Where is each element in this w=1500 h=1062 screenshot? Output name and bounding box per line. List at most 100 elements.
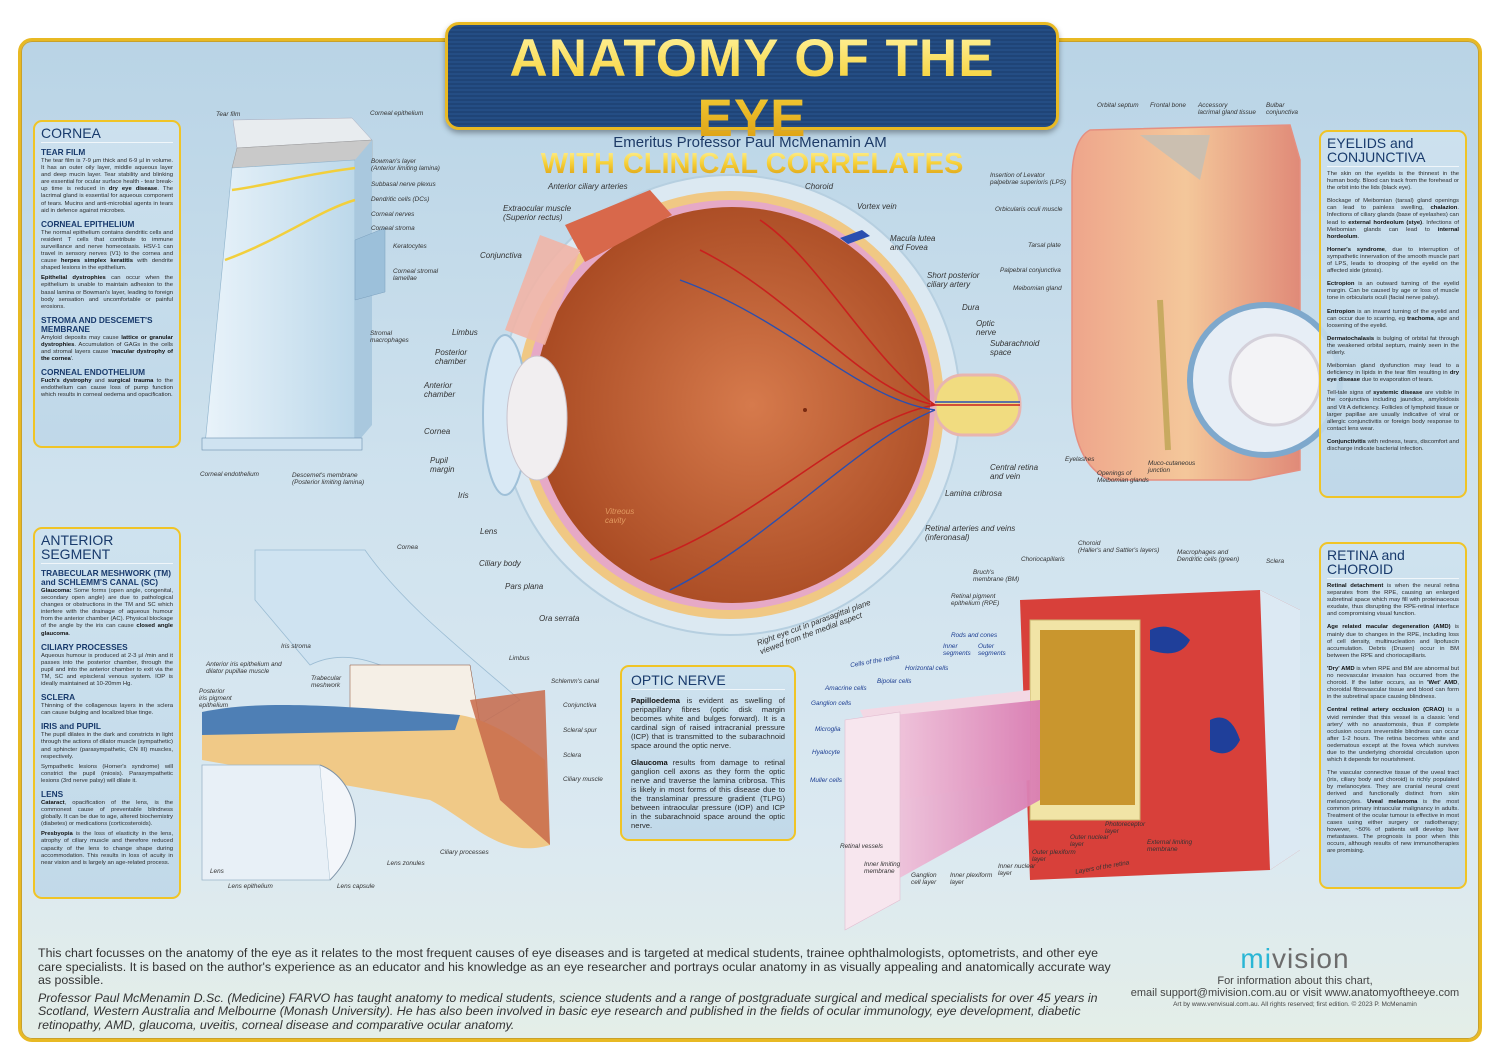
section-heading: TRABECULAR MESHWORK (TM) and SCHLEMM'S C… xyxy=(41,568,171,587)
label-eyelid: Insertion of Levator palpebrae superiori… xyxy=(990,172,1067,186)
label-cornea-block: Corneal stroma xyxy=(371,225,415,232)
label-anterior-segment: Ciliary muscle xyxy=(563,776,603,783)
key-term: Entropion xyxy=(1327,308,1355,315)
label-cornea-block: Keratocytes xyxy=(393,243,427,250)
label-eye: Anterior chamber xyxy=(424,381,456,399)
section-paragraph: Tell-tale signs of systemic disease are … xyxy=(1327,390,1459,433)
label-eye: Dura xyxy=(962,303,980,312)
key-term: Glaucoma: xyxy=(41,588,72,594)
section-paragraph: 'Dry' AMD is when RPE and BM are abnorma… xyxy=(1327,666,1459,701)
label-eye: Anterior ciliary arteries xyxy=(548,182,628,191)
text-run: , age and loosening of the eyelid. xyxy=(1327,315,1459,329)
label-eye: Vortex vein xyxy=(857,202,897,211)
section-paragraph: Ectropion is an outward turning of the e… xyxy=(1327,281,1459,302)
label-eye: Iris xyxy=(458,491,469,500)
label-anterior-segment: Sclera xyxy=(563,752,582,759)
section-paragraph: The normal epithelium contains dendritic… xyxy=(41,230,173,273)
text-run: Meibomian gland dysfunction may lead to … xyxy=(1327,363,1459,377)
label-anterior-segment: Iris stroma xyxy=(281,643,311,650)
key-term: Presbyopia xyxy=(41,831,73,838)
label-anterior-segment: Cornea xyxy=(397,544,418,551)
section-heading: LENS xyxy=(41,788,64,799)
label-eyelid: Bulbar conjunctiva xyxy=(1266,102,1298,116)
label-eye: Extraocular muscle (Superior rectus) xyxy=(503,204,572,222)
publisher-block: mivision For information about this char… xyxy=(1120,943,1470,1008)
section-paragraph: Presbyopia is the loss of elasticity in … xyxy=(41,831,173,866)
text-run: is an outward turning of the eyelid marg… xyxy=(1327,281,1459,302)
label-cornea-block: Descemet's membrane (Posterior limiting … xyxy=(292,472,365,486)
text-run: The skin on the eyelids is the thinnest … xyxy=(1327,171,1459,192)
poster-subtitle: WITH CLINICAL CORRELATES xyxy=(448,149,1056,179)
text-run: is a vivid reminder that this vessel is … xyxy=(1327,707,1459,764)
text-run: . xyxy=(68,630,71,637)
panel-title: EYELIDS and CONJUNCTIVA xyxy=(1327,136,1459,167)
chart-description: This chart focusses on the anatomy of th… xyxy=(38,946,1111,987)
section-paragraph: Cataract, opacification of the lens, is … xyxy=(41,800,173,828)
text-run: with redness, tears, discomfort and disc… xyxy=(1327,438,1459,452)
key-term: 'Wet' AMD xyxy=(1427,680,1458,687)
label-retina-block: Sclera xyxy=(1266,558,1285,565)
label-retina-block: Muller cells xyxy=(810,777,842,784)
label-retina-block: Inner nuclear layer xyxy=(998,863,1036,877)
key-term: Central retinal artery occlusion (CRAO) xyxy=(1327,707,1445,714)
text-run: , opacification of the lens, is the comm… xyxy=(41,799,173,828)
label-cornea-block: Corneal endothelium xyxy=(200,471,259,478)
label-eyelid: Meibomian gland xyxy=(1013,285,1062,292)
label-retina-block: Bruch's membrane (BM) xyxy=(973,569,1020,583)
section-paragraph: Retinal detachment is when the neural re… xyxy=(1327,583,1459,618)
text-run: Thinning of the collagenous layers in th… xyxy=(41,703,173,717)
section-paragraph: Meibomian gland dysfunction may lead to … xyxy=(1327,363,1459,384)
text-run: is bulging of orbital fat through the we… xyxy=(1327,335,1459,356)
text-run: Amyloid deposits may cause xyxy=(41,334,122,341)
section-heading: TEAR FILM xyxy=(41,147,86,157)
text-run: The pupil dilates in the dark and constr… xyxy=(41,732,173,760)
label-anterior-segment: Posterior iris pigment epithelium xyxy=(199,688,232,709)
text-run: due to evaporation of tears. xyxy=(1360,377,1434,384)
label-eyelid: Accessory lacrimal gland tissue xyxy=(1198,102,1256,116)
label-retina-block: Hyalocyte xyxy=(812,749,841,756)
label-eye: Cornea xyxy=(424,427,451,436)
key-term: internal hordeolum xyxy=(1327,226,1459,240)
key-term: trachoma xyxy=(1407,315,1434,322)
key-term: Glaucoma xyxy=(631,757,668,767)
contact-line[interactable]: email support@mivision.com.au or visit w… xyxy=(1130,987,1460,999)
eye-cross-section-illustration xyxy=(482,174,1022,636)
label-eye: Lens xyxy=(480,527,498,536)
text-run: Sympathetic lesions (Horner's syndrome) … xyxy=(41,763,173,784)
section-paragraph: Horner's syndrome, due to interruption o… xyxy=(1327,247,1459,275)
label-eyelid: Tarsal plate xyxy=(1028,242,1061,249)
key-term: Ectropion xyxy=(1327,281,1355,288)
label-eye: Choroid xyxy=(805,182,834,191)
label-retina-block: Choroid (Haller's and Sattler's layers) xyxy=(1078,540,1160,554)
label-cornea-block: Corneal stromal lamellae xyxy=(393,268,439,282)
text-run: are visible in the conjunctiva including… xyxy=(1327,390,1460,432)
panel-title: ANTERIOR SEGMENT xyxy=(41,533,173,564)
label-eyelid: Muco-cutaneous junction xyxy=(1148,460,1196,474)
label-eyelid: Palpebral conjunctiva xyxy=(1000,267,1061,274)
section-paragraph: Aqueous humour is produced at 2-3 µl /mi… xyxy=(41,653,173,688)
label-eye: Posterior chamber xyxy=(435,348,468,366)
label-anterior-segment: Anterior iris epithelium and dilator pup… xyxy=(206,661,282,675)
author-line: Emeritus Professor Paul McMenamin AM xyxy=(613,134,887,151)
label-retina-block: Ganglion cell layer xyxy=(911,872,937,886)
label-anterior-segment: Lens epithelium xyxy=(228,883,273,890)
text-run: '. xyxy=(70,356,74,363)
label-eye: Lamina cribrosa xyxy=(945,489,1002,498)
label-anterior-segment: Conjunctiva xyxy=(563,702,597,709)
section-paragraph: Central retinal artery occlusion (CRAO) … xyxy=(1327,707,1459,764)
text-run: The vascular connective tissue of the uv… xyxy=(1327,770,1459,805)
label-retina-block: Inner limiting membrane xyxy=(864,861,901,875)
key-term: dry eye disease xyxy=(108,186,158,193)
label-anterior-segment: Limbus xyxy=(509,655,530,662)
label-eye: Central retina and vein xyxy=(990,463,1039,481)
label-retina-block: Bipolar cells xyxy=(877,678,912,685)
text-run: is when the neural retina separates from… xyxy=(1327,583,1459,618)
key-term: Epithelial dystrophies xyxy=(41,275,106,282)
label-retina-block: External limiting membrane xyxy=(1147,839,1193,853)
key-term: external hordeolum (stye) xyxy=(1348,219,1423,226)
section-heading: CORNEAL EPITHELIUM xyxy=(41,218,135,229)
text-run: . Infections of ciliary glands (base of … xyxy=(1327,205,1459,226)
